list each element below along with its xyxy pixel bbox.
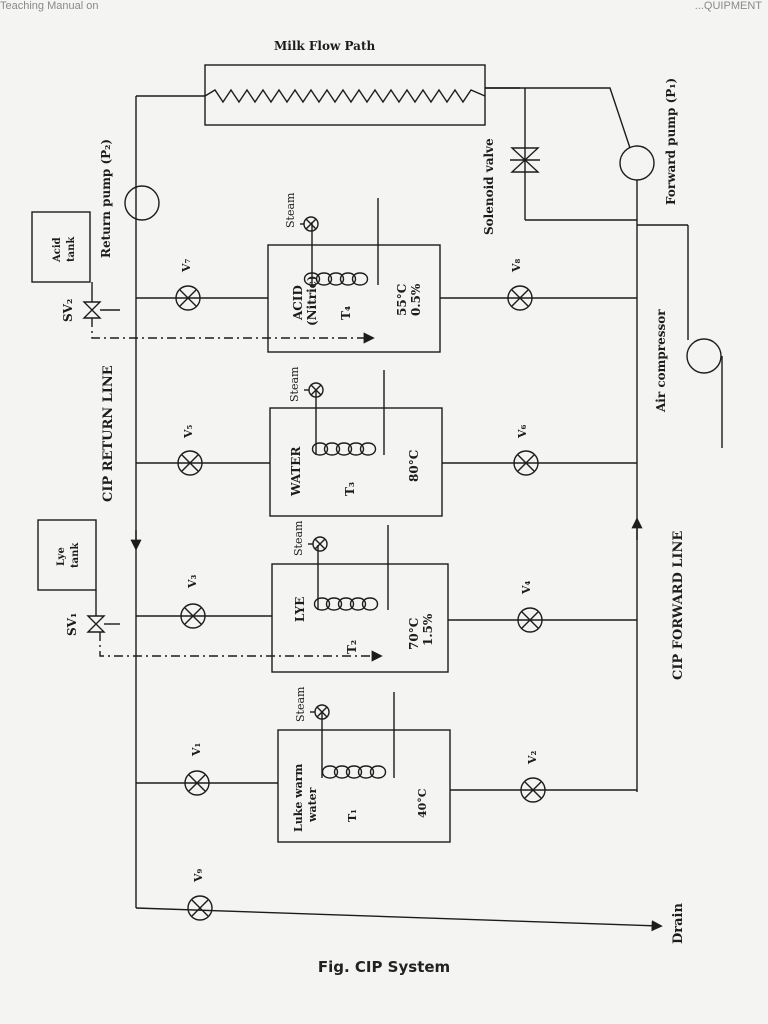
tank-lukewarm-water bbox=[277, 729, 451, 843]
svg-text:water: water bbox=[306, 787, 319, 823]
steam-valve-lukewarm bbox=[310, 704, 330, 720]
lye-tank-label-1: Lye bbox=[56, 547, 67, 566]
valve-v2 bbox=[520, 777, 546, 803]
v8-label: V₈ bbox=[510, 258, 523, 273]
svg-text:0.5%: 0.5% bbox=[409, 283, 423, 316]
figure-caption: Fig. CIP System bbox=[317, 958, 451, 976]
milk-flow-coil bbox=[204, 88, 486, 104]
return-pump-label: Return pump (P₂) bbox=[99, 139, 113, 258]
forward-pump-label: Forward pump (P₁) bbox=[664, 78, 678, 205]
svg-text:T₁: T₁ bbox=[346, 809, 359, 822]
svg-text:LYE: LYE bbox=[293, 597, 307, 622]
svg-text:T₃: T₃ bbox=[343, 482, 357, 496]
v2-label: V₂ bbox=[526, 750, 539, 765]
svg-text:ACID: ACID bbox=[291, 285, 305, 321]
return-pump bbox=[124, 185, 160, 221]
tank-label-acid: ACID (Nitric) T₄ 55°C 0.5% bbox=[291, 275, 423, 326]
steam-label-acid: Steam bbox=[284, 192, 297, 228]
valve-v6 bbox=[513, 450, 539, 476]
milk-flow-path-label: Milk Flow Path bbox=[274, 39, 376, 53]
drain-label: Drain bbox=[671, 903, 686, 944]
v9-label: V₉ bbox=[192, 868, 205, 883]
coil-lukewarm bbox=[321, 692, 395, 779]
tank-label-lye: LYE T₂ 70°C 1.5% bbox=[293, 597, 435, 654]
solenoid-valve-symbol bbox=[510, 147, 540, 173]
header-left: Teaching Manual on bbox=[0, 0, 99, 12]
valve-v9 bbox=[187, 895, 213, 921]
sv1-label: SV₁ bbox=[65, 613, 79, 636]
svg-text:70°C: 70°C bbox=[407, 618, 421, 650]
acid-tank-label-2: tank bbox=[66, 236, 77, 262]
air-compressor bbox=[686, 338, 722, 374]
svg-text:T₄: T₄ bbox=[339, 306, 353, 320]
coil-lye bbox=[313, 525, 389, 611]
svg-text:T₂: T₂ bbox=[345, 640, 359, 654]
lye-tank-label-2: tank bbox=[70, 542, 81, 568]
valve-v4 bbox=[517, 607, 543, 633]
tank-lye bbox=[271, 563, 449, 673]
tank-acid bbox=[267, 244, 441, 353]
forward-pump bbox=[619, 145, 655, 181]
drain-line bbox=[135, 907, 663, 932]
steam-label-lukewarm: Steam bbox=[294, 686, 307, 722]
cip-forward-line-label: CIP FORWARD LINE bbox=[671, 531, 686, 680]
tank-label-water: WATER T₃ 80°C bbox=[289, 446, 421, 497]
v6-label: V₆ bbox=[516, 424, 529, 439]
v4-label: V₄ bbox=[520, 580, 533, 595]
sv1-valve bbox=[86, 590, 120, 633]
tank-label-lukewarm: Luke warm water T₁ 40°C bbox=[292, 763, 429, 832]
svg-text:Luke warm: Luke warm bbox=[292, 763, 305, 832]
v5-label: V₅ bbox=[182, 424, 195, 439]
steam-label-water: Steam bbox=[288, 366, 301, 402]
solenoid-valve-label: Solenoid valve bbox=[482, 138, 496, 235]
valve-v1 bbox=[184, 770, 210, 796]
svg-text:WATER: WATER bbox=[289, 446, 303, 497]
milk-flow-path-box bbox=[204, 64, 486, 126]
acid-tank-label-1: Acid bbox=[52, 237, 63, 263]
svg-text:55°C: 55°C bbox=[395, 284, 409, 316]
svg-text:40°C: 40°C bbox=[416, 788, 429, 818]
air-compressor-label: Air compressor bbox=[654, 309, 668, 413]
cip-return-line-label: CIP RETURN LINE bbox=[101, 365, 116, 502]
v1-label: V₁ bbox=[190, 742, 203, 757]
coil-acid bbox=[303, 198, 379, 286]
svg-text:1.5%: 1.5% bbox=[421, 613, 435, 646]
svg-text:(Nitric): (Nitric) bbox=[305, 275, 319, 326]
v3-label: V₃ bbox=[186, 574, 199, 589]
sv2-label: SV₂ bbox=[61, 299, 75, 322]
dose-tank-acid bbox=[31, 211, 91, 283]
header-right: ...QUIPMENT bbox=[694, 0, 762, 12]
valve-v5 bbox=[177, 450, 203, 476]
steam-label-lye: Steam bbox=[292, 520, 305, 556]
valve-v7 bbox=[175, 285, 201, 311]
valve-v8 bbox=[507, 285, 533, 311]
sv2-valve bbox=[82, 282, 120, 319]
valve-v3 bbox=[180, 603, 206, 629]
coil-water bbox=[311, 370, 385, 456]
dose-tank-lye bbox=[37, 519, 97, 591]
steam-valve-acid bbox=[300, 216, 319, 232]
v7-label: V₇ bbox=[180, 258, 193, 273]
steam-valve-water bbox=[304, 382, 324, 398]
steam-valve-lye bbox=[308, 536, 328, 552]
tank-water bbox=[269, 407, 443, 517]
svg-text:80°C: 80°C bbox=[407, 450, 421, 482]
